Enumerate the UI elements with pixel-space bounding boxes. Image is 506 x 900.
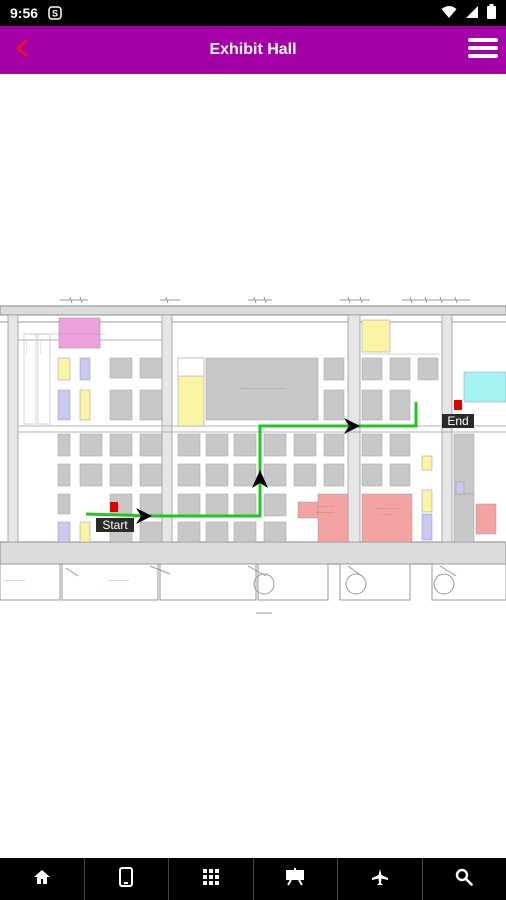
svg-text:S: S [52,9,58,19]
hamburger-menu-icon [468,37,498,64]
end-marker: End [442,414,474,428]
grid-icon [202,868,220,891]
nav-home[interactable] [0,858,85,900]
phone-icon [119,866,134,892]
svg-text:~~ ~~~: ~~ ~~~ [38,341,43,354]
svg-text:~~~~~~~~~: ~~~~~~~~~ [108,578,130,583]
exhibit-hall-floorplan[interactable]: ~~~ ~~ ~~ ~~~ [0,294,506,624]
start-label: Start [102,518,128,532]
route-arrow [136,508,152,524]
status-time: 9:56 [10,5,39,21]
nav-presentation[interactable] [254,858,338,900]
start-marker: Start [96,518,134,532]
svg-text:~~~~~~~~~: ~~~~~~~~~ [4,578,26,583]
home-icon [33,868,51,891]
svg-text:~~~~~~~~: ~~~~~~~~ [316,510,335,515]
route-arrow [344,418,360,434]
status-bar: 9:56 S [0,0,506,26]
menu-button[interactable] [466,34,500,66]
svg-text:~~~~ ~~~~~~: ~~~~ ~~~~~~ [375,506,400,511]
svg-text:~~~ ~~: ~~~ ~~ [24,341,29,354]
back-arrow-icon [15,39,29,61]
app-bar: Exhibit Hall [0,26,506,74]
page-title: Exhibit Hall [209,41,297,58]
nav-search[interactable] [423,858,506,900]
nav-grid[interactable] [169,858,254,900]
back-button[interactable] [8,36,36,64]
presentation-icon [285,867,305,891]
nav-flights[interactable] [338,858,423,900]
airplane-icon [371,868,389,891]
svg-text:~~~~~ ~~: ~~~~~ ~~ [316,504,334,509]
end-label: End [447,414,468,428]
s-app-icon: S [48,6,62,20]
route-arrow [252,470,268,488]
svg-text:~~~~~~ ~~~~~~ ~~~~ ~~: ~~~~~~ ~~~~~~ ~~~~ ~~ [239,386,285,391]
search-icon [455,868,474,891]
bottom-nav [0,858,506,900]
battery-icon [487,4,496,22]
svg-text:~~~~~: ~~~~~ [381,512,393,517]
map-viewer[interactable]: ~~~ ~~ ~~ ~~~ [0,74,506,858]
nav-phone[interactable] [85,858,169,900]
wifi-icon [441,5,457,22]
signal-icon [465,5,479,22]
